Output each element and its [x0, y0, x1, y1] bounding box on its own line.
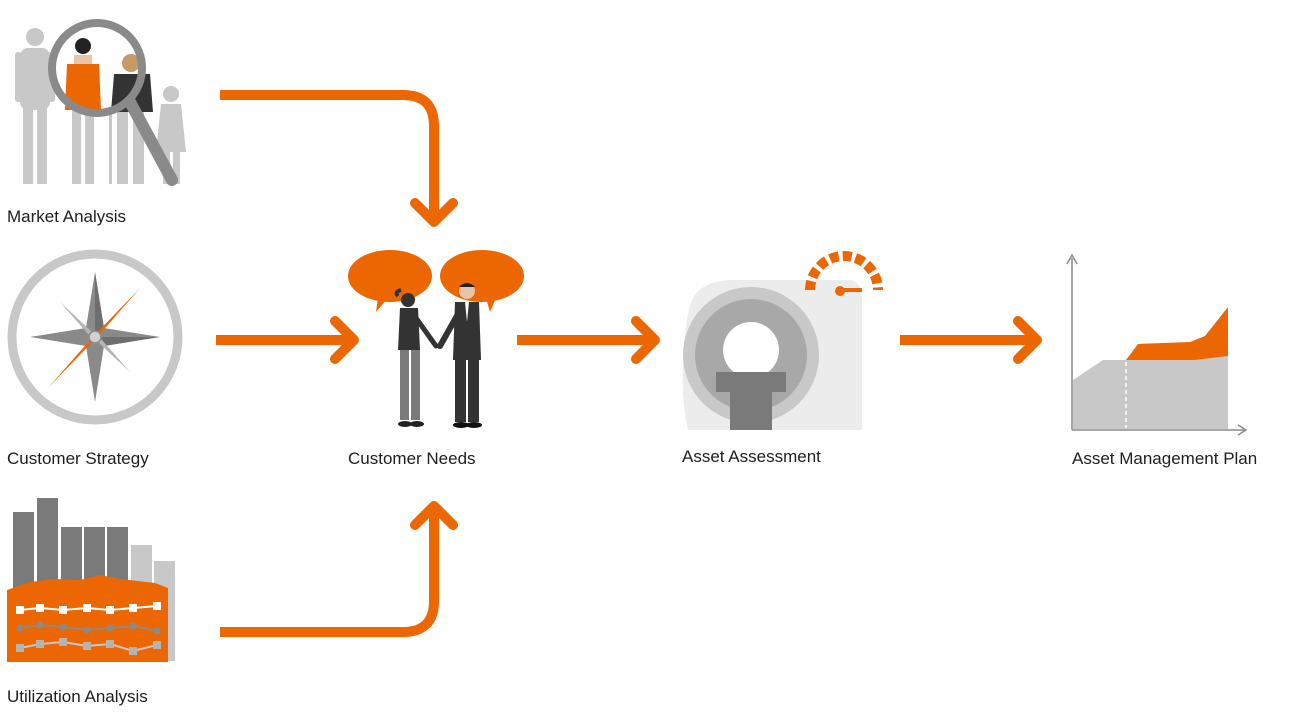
handshake-speech-icon: [348, 250, 524, 428]
market-analysis-label: Market Analysis: [7, 207, 127, 226]
arrow-market-to-needs: [220, 90, 458, 227]
customer-needs-label: Customer Needs: [348, 449, 476, 468]
arrow-assessment-to-plan: [900, 316, 1042, 364]
area-chart-plan-icon: [1066, 253, 1248, 436]
customer-strategy-label: Customer Strategy: [7, 449, 149, 468]
utilization-chart-icon: [7, 498, 175, 662]
compass-icon: [7, 249, 183, 425]
arrow-needs-to-assessment: [517, 316, 660, 364]
people-magnifier-icon: [15, 19, 186, 186]
utilization-analysis-label: Utilization Analysis: [7, 687, 148, 706]
asset-assessment-label: Asset Assessment: [682, 447, 821, 466]
asset-management-plan-label: Asset Management Plan: [1072, 449, 1258, 468]
arrow-strategy-to-needs: [216, 316, 359, 364]
ct-scanner-gauge-icon: [682, 251, 883, 430]
arrow-utilization-to-needs: [220, 501, 458, 637]
